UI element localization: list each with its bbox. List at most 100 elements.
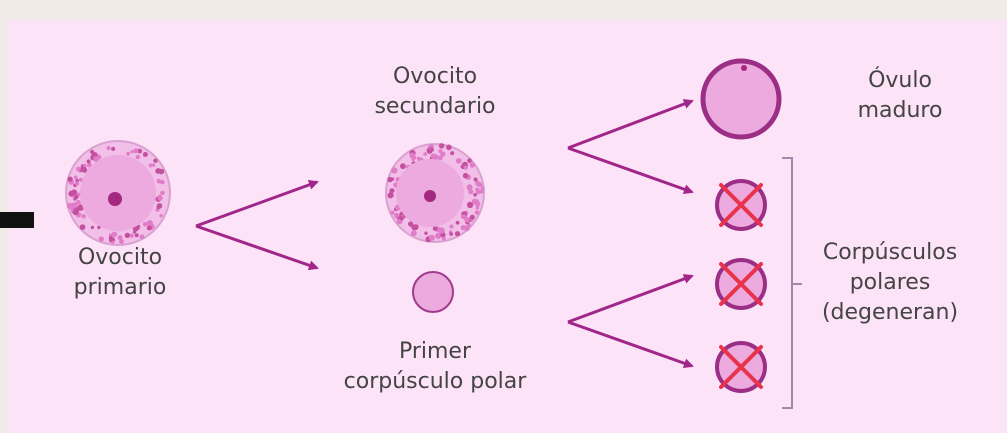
- secondary-oocyte-cell: [385, 143, 485, 243]
- diagram-panel: [8, 20, 1007, 433]
- label-polar-bodies-line3: (degeneran): [821, 300, 959, 325]
- granule-dot: [132, 230, 137, 234]
- granule-dot: [400, 163, 406, 170]
- label-polar-bodies: Corpúsculos polares (degeneran): [800, 238, 980, 328]
- granule-dot: [111, 146, 116, 151]
- granule-dot: [473, 193, 477, 197]
- granule-dot: [157, 194, 162, 199]
- granule-dot: [477, 182, 483, 188]
- granule-dot: [438, 227, 445, 234]
- granule-dot: [461, 214, 467, 220]
- granule-dot: [83, 163, 87, 168]
- granule-dot: [440, 151, 446, 157]
- granule-dot: [424, 231, 428, 235]
- label-first-polar-body: Primer corpúsculo polar: [320, 337, 550, 397]
- granule-dot: [97, 225, 101, 230]
- granule-dot: [449, 232, 454, 236]
- polar-body-degenerating-2: [715, 258, 767, 310]
- granule-dot: [468, 189, 474, 195]
- granule-dot: [155, 168, 162, 174]
- granule-dot: [469, 162, 476, 168]
- granule-dot: [469, 214, 475, 220]
- secondary-oocyte-granules: [387, 143, 485, 243]
- granule-dot: [142, 152, 148, 157]
- granule-dot: [480, 186, 485, 191]
- granule-dot: [79, 224, 86, 230]
- granule-dot: [81, 214, 86, 219]
- granule-dot: [117, 235, 123, 241]
- granule-dot: [81, 167, 88, 173]
- granule-dot: [441, 236, 446, 241]
- granule-dot: [466, 184, 473, 191]
- granule-dot: [409, 152, 416, 159]
- granule-dot: [90, 225, 95, 230]
- granule-dot: [450, 151, 455, 156]
- granule-dot: [466, 201, 474, 209]
- granule-dot: [159, 214, 163, 218]
- label-secondary-oocyte-line1: Ovocito: [392, 64, 478, 89]
- granule-dot: [160, 190, 165, 196]
- granule-dot: [126, 151, 131, 156]
- granule-dot: [73, 175, 78, 180]
- label-first-polar-body-line1: Primer: [398, 339, 472, 364]
- granule-dot: [153, 158, 158, 163]
- granule-dot: [456, 158, 462, 164]
- granule-dot: [471, 198, 478, 205]
- label-polar-bodies-line1: Corpúsculos: [822, 240, 958, 265]
- granule-dot: [393, 212, 400, 219]
- granule-dot: [74, 194, 79, 200]
- granule-dot: [428, 234, 435, 241]
- granule-dot: [455, 220, 460, 225]
- granule-dot: [74, 181, 80, 186]
- label-first-polar-body-line2: corpúsculo polar: [343, 369, 527, 394]
- granule-dot: [160, 180, 165, 185]
- granule-dot: [139, 234, 145, 239]
- granule-dot: [86, 159, 91, 164]
- primary-oocyte-granules: [67, 146, 165, 245]
- label-mature-ovum-line1: Óvulo: [868, 68, 932, 93]
- granule-dot: [438, 143, 445, 149]
- granule-dot: [437, 155, 443, 161]
- granule-dot: [432, 226, 438, 232]
- granule-dot: [151, 163, 156, 167]
- granule-dot: [76, 200, 81, 205]
- label-mature-ovum: Óvulo maduro: [830, 66, 970, 126]
- granule-dot: [423, 152, 428, 156]
- granule-dot: [467, 158, 472, 163]
- granule-dot: [133, 148, 139, 154]
- granule-dot: [67, 176, 73, 182]
- granule-dot: [410, 230, 417, 237]
- granule-dot: [111, 240, 115, 244]
- label-primary-oocyte-line2: primario: [73, 275, 167, 300]
- granule-dot: [148, 163, 153, 168]
- granule-dot: [399, 216, 404, 221]
- granule-dot: [93, 156, 99, 162]
- granule-dot: [462, 172, 469, 179]
- granule-dot: [142, 222, 148, 227]
- granule-dot: [156, 204, 161, 209]
- granule-dot: [446, 144, 452, 151]
- granule-dot: [408, 221, 414, 227]
- mature-ovum-cell: [700, 58, 782, 140]
- granule-dot: [134, 233, 139, 238]
- polar-bodies-bracket: [782, 157, 802, 409]
- granule-dot: [463, 165, 468, 170]
- granule-dot: [76, 166, 81, 172]
- granule-dot: [71, 189, 78, 196]
- granule-dot: [412, 224, 419, 231]
- granule-dot: [474, 210, 480, 215]
- first-polar-body-cell: [412, 271, 454, 313]
- granule-dot: [435, 232, 442, 239]
- granule-dot: [454, 231, 461, 237]
- granule-dot: [72, 209, 79, 216]
- granule-dot: [464, 216, 470, 223]
- primary-oocyte-cell: [65, 140, 171, 246]
- granule-dot: [390, 210, 395, 215]
- label-mature-ovum-line2: maduro: [857, 98, 943, 123]
- polar-body-degenerating-3: [715, 341, 767, 393]
- arrows-from-secondary: [567, 99, 694, 195]
- granule-dot: [124, 232, 131, 238]
- granule-dot: [460, 225, 466, 231]
- granule-dot: [429, 144, 434, 148]
